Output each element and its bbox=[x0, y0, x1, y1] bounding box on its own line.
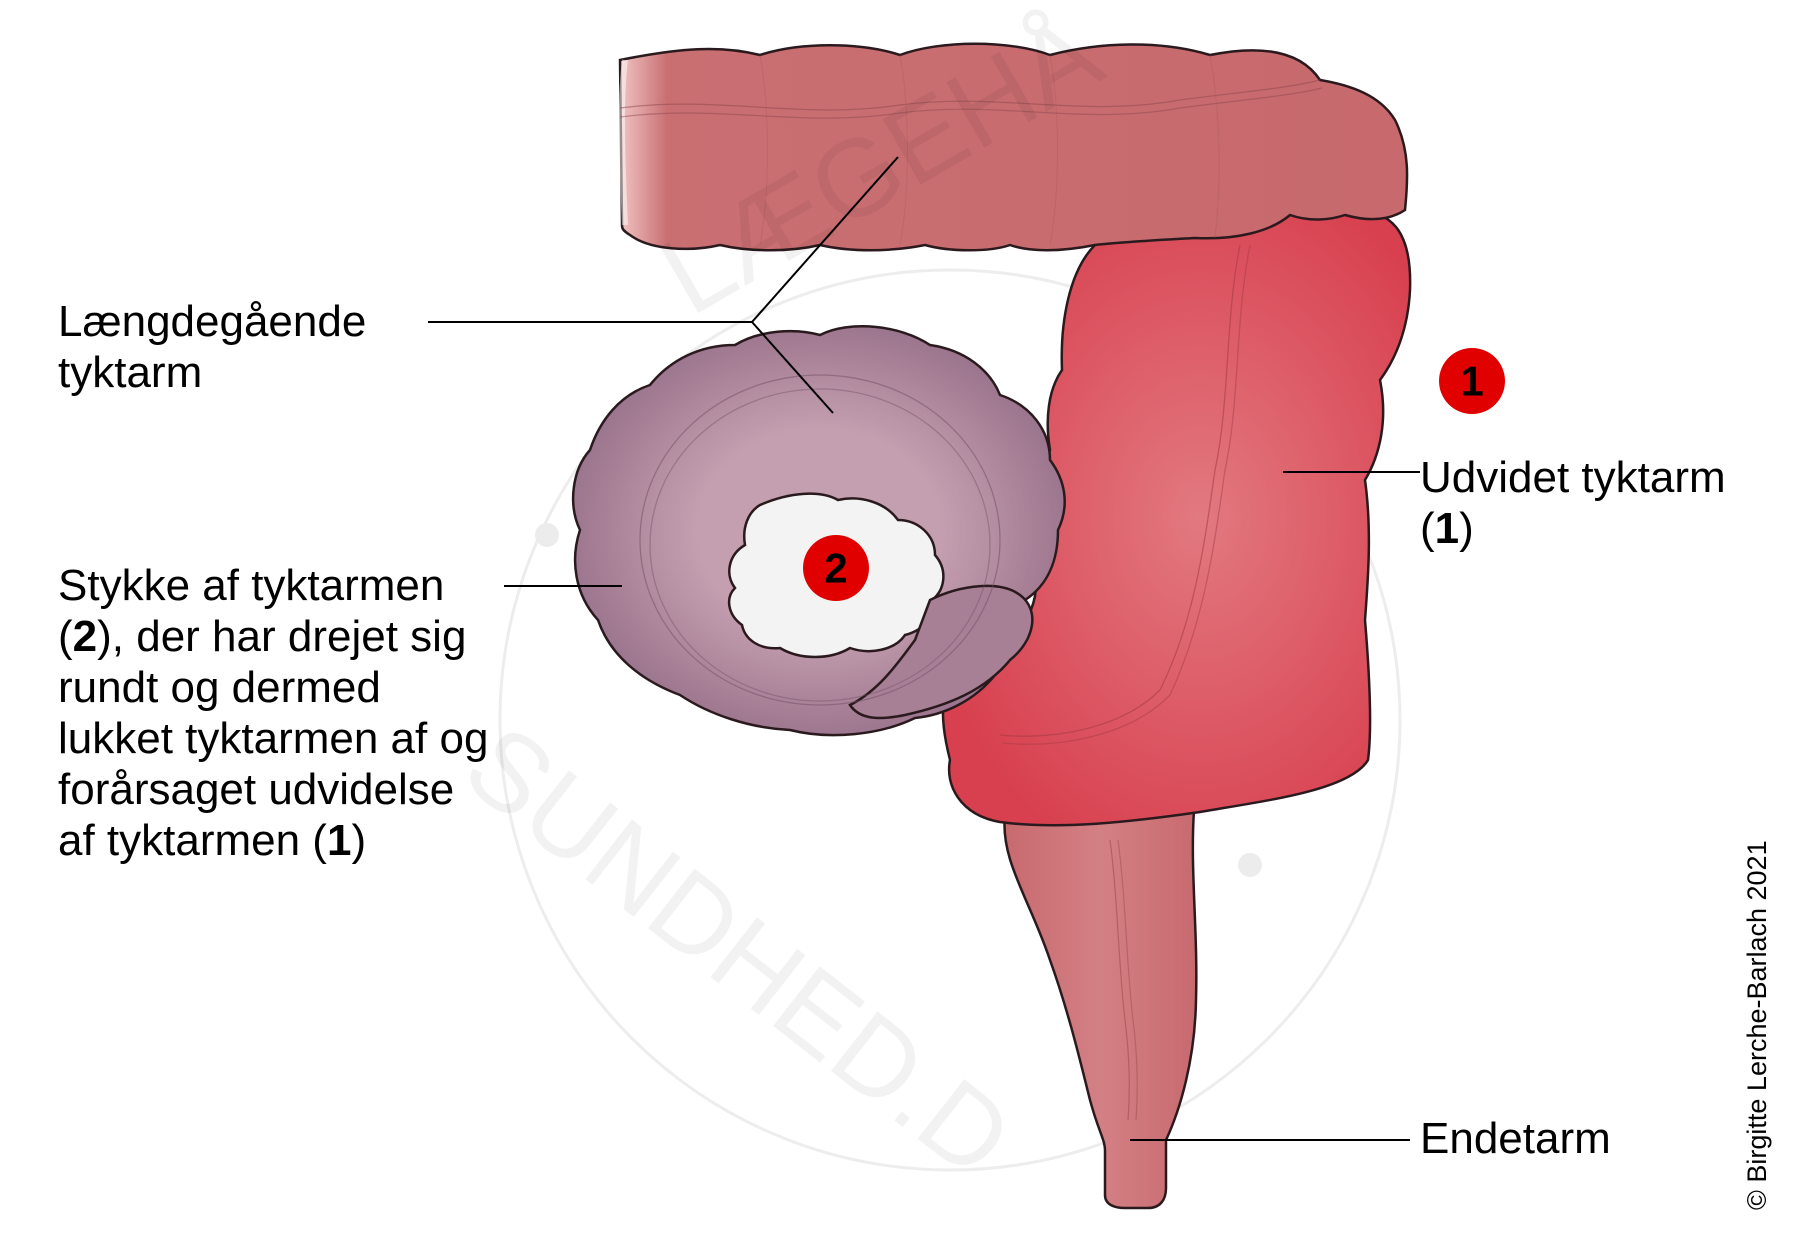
label-dilated-colon: Udvidet tyktarm (1) bbox=[1420, 452, 1726, 554]
marker-2: 2 bbox=[803, 535, 869, 601]
label-longitudinal-colon: Længdegående tyktarm bbox=[58, 296, 366, 398]
label-rectum-text: Endetarm bbox=[1420, 1114, 1611, 1163]
label-dilated-number: 1 bbox=[1434, 504, 1460, 553]
label-twisted-line2: (2), der har drejet sig bbox=[58, 611, 488, 662]
label-twisted-line6: af tyktarmen (1) bbox=[58, 815, 488, 866]
copyright-credit: © Birgitte Lerche-Barlach 2021 bbox=[1742, 840, 1772, 1210]
label-twisted-line2-rest: ), der har drejet sig bbox=[97, 612, 467, 661]
marker-1-label: 1 bbox=[1460, 358, 1483, 405]
label-twisted-paren-open: ( bbox=[58, 612, 73, 661]
leader-lines bbox=[428, 156, 1420, 1141]
rectum-shape bbox=[1003, 808, 1198, 1210]
label-twisted-line6-close: ) bbox=[351, 816, 367, 865]
label-twisted-line6-number: 1 bbox=[326, 816, 352, 865]
label-twisted-line3: rundt og dermed bbox=[58, 663, 381, 712]
watermark-seal bbox=[498, 268, 1402, 1172]
label-twisted-line1: Stykke af tyktarmen bbox=[58, 561, 445, 610]
label-dilated-paren-open: ( bbox=[1420, 504, 1435, 553]
label-dilated-paren-close: ) bbox=[1459, 504, 1474, 553]
marker-1: 1 bbox=[1439, 348, 1505, 414]
label-longitudinal-line2: tyktarm bbox=[58, 348, 203, 397]
label-twisted-segment: Stykke af tyktarmen (2), der har drejet … bbox=[58, 560, 488, 866]
marker-2-label: 2 bbox=[824, 545, 847, 592]
label-twisted-line4: lukket tyktarmen af og bbox=[58, 714, 489, 763]
label-dilated-line1: Udvidet tyktarm bbox=[1420, 453, 1726, 502]
label-rectum: Endetarm bbox=[1420, 1113, 1611, 1164]
label-dilated-line2: (1) bbox=[1420, 503, 1726, 554]
label-twisted-number: 2 bbox=[72, 612, 98, 661]
label-twisted-line5: forårsaget udvidelse bbox=[58, 765, 455, 814]
label-longitudinal-line1: Længdegående bbox=[58, 297, 367, 346]
label-twisted-line6-pre: af tyktarmen ( bbox=[58, 816, 327, 865]
